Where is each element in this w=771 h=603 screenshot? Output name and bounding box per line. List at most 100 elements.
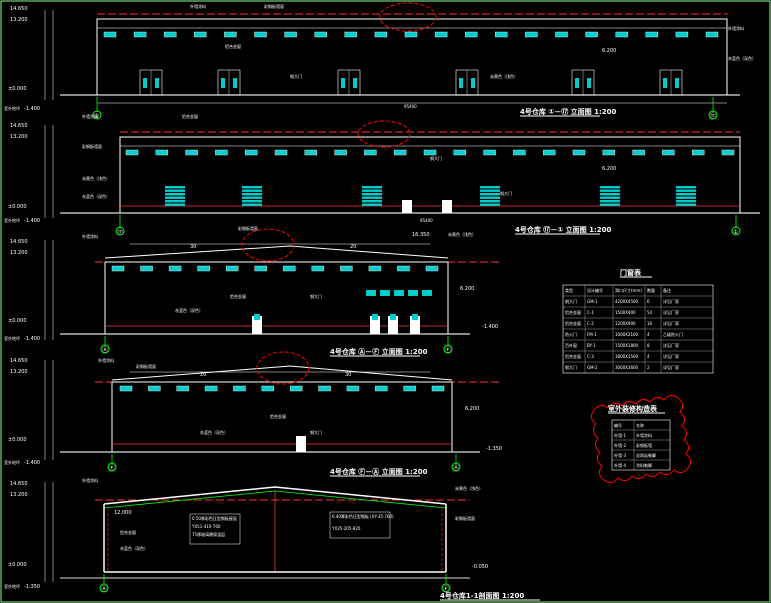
- door-glass: [575, 78, 579, 88]
- window: [368, 265, 382, 272]
- window: [645, 31, 658, 38]
- door-glass: [412, 314, 418, 320]
- ridge-level: 16.350: [412, 232, 430, 238]
- level-ground: -1.400: [24, 460, 40, 466]
- elevation-title: 4号仓库 Ⓐ－Ⓕ 立面图 1:200: [330, 347, 428, 356]
- louver-slat: [480, 193, 500, 196]
- schedule-header-cell: 数量: [647, 287, 655, 293]
- door-opening: [442, 200, 452, 213]
- louver-slat: [242, 196, 262, 199]
- door-row: [139, 69, 683, 96]
- louver-slat: [242, 189, 262, 192]
- schedule-cell: FM-1: [587, 332, 597, 337]
- level-ground-label: 室外地坪: [4, 217, 20, 223]
- note-wall: 外墙涂料: [82, 477, 98, 483]
- window: [215, 149, 228, 156]
- schedule-cell: 乙级防火门: [663, 331, 683, 337]
- note-window: 铝合金窗: [225, 43, 241, 49]
- schedule-cell: 详见厂家: [663, 342, 679, 348]
- axis-bubble-17: [115, 226, 125, 236]
- schedule-cell: 详见厂家: [663, 364, 679, 370]
- schedule-cell: 2: [647, 365, 650, 370]
- axis-bubble-a: [100, 344, 110, 354]
- schedule-cell: 1500X1800: [615, 343, 639, 348]
- window: [403, 385, 416, 392]
- roof-profile: [111, 365, 453, 381]
- building-outline: [119, 136, 741, 214]
- louver-slat: [600, 189, 620, 192]
- window: [304, 149, 317, 156]
- level-eave: 13.200: [10, 17, 28, 23]
- louver-slat: [362, 186, 382, 189]
- note-callouts: 外墙涂料 米黄色（浅色） 彩钢板墙面 铝合金窗 灰蓝色（深色）: [82, 477, 483, 551]
- level-zero: ±0.000: [8, 86, 27, 92]
- note-wall2: 彩钢板墙面: [264, 3, 284, 9]
- schedule-cell: 1000X2100: [615, 332, 639, 337]
- level-ground-label: 室外地坪: [4, 335, 20, 341]
- window: [176, 385, 189, 392]
- door-glass: [675, 78, 679, 88]
- axis-label-17: ⑰: [117, 228, 123, 236]
- louver-slat: [480, 189, 500, 192]
- window: [465, 31, 478, 38]
- window: [434, 31, 448, 38]
- window: [274, 149, 288, 156]
- section-note-5: 75厚玻璃棉保温层: [192, 531, 225, 537]
- door-glass: [341, 78, 345, 88]
- level-top: 14.650: [10, 481, 28, 487]
- axis-bubble-f: [107, 462, 117, 472]
- roof-profile: [104, 245, 449, 259]
- note-color2: 灰蓝色（深色）: [200, 429, 228, 435]
- revision-cloud: [241, 228, 295, 262]
- window: [289, 385, 303, 392]
- level-eave: 13.200: [10, 250, 28, 256]
- elevation-a-f: Ⓐ Ⓕ 4号仓库 Ⓐ－Ⓕ 立面图 1:200 30 20 14.650 13.2…: [4, 225, 500, 357]
- window: [344, 31, 357, 38]
- note-color2: 灰蓝色（深色）: [175, 307, 203, 313]
- note-door: 钢大门: [310, 429, 322, 435]
- window-row: [103, 31, 719, 38]
- schedule-header-cell: 备注: [663, 287, 671, 293]
- louver-slat: [676, 203, 696, 206]
- level-top: 14.650: [10, 239, 28, 245]
- total-dimension: 95400: [404, 104, 417, 109]
- door-level: 6.200: [465, 406, 479, 412]
- schedule-cell: 详见厂家: [663, 353, 679, 359]
- section-level: 12.000: [114, 510, 132, 516]
- door-opening: [402, 200, 412, 213]
- window: [111, 265, 125, 272]
- schedule-cell: 4: [647, 332, 650, 337]
- door-glass: [372, 314, 378, 320]
- level-zero: ±0.000: [8, 204, 27, 210]
- level-ground-label: 室外地坪: [4, 583, 20, 589]
- door-glass: [233, 78, 237, 88]
- schedule-cell: C-2: [587, 321, 594, 326]
- door-opening: [252, 316, 262, 334]
- window: [233, 385, 246, 392]
- slope-dim-1: 30: [190, 244, 196, 250]
- axis-bubble-f: [441, 583, 451, 593]
- section-title: 4号仓库1-1剖面图 1:200: [440, 591, 524, 600]
- note-color: 米黄色（浅色）: [455, 485, 483, 491]
- level-ground-label: 室外地坪: [4, 459, 20, 465]
- note-window: 铝合金窗: [120, 529, 136, 535]
- louver-door: [165, 186, 185, 206]
- louver-slat: [600, 196, 620, 199]
- schedule-cell: GM-1: [587, 299, 598, 304]
- louver-slat: [600, 200, 620, 203]
- note-window: 铝合金窗: [270, 413, 286, 419]
- louver-slat: [165, 193, 185, 196]
- level-ground-label: 室外地坪: [4, 105, 20, 111]
- window: [125, 149, 139, 156]
- window: [311, 265, 325, 272]
- revision-cloud: [379, 2, 437, 32]
- door-glass: [143, 78, 147, 88]
- level-top: 14.650: [10, 358, 28, 364]
- level-zero: ±0.000: [8, 437, 27, 443]
- door-opening: [296, 436, 306, 452]
- window: [404, 31, 418, 38]
